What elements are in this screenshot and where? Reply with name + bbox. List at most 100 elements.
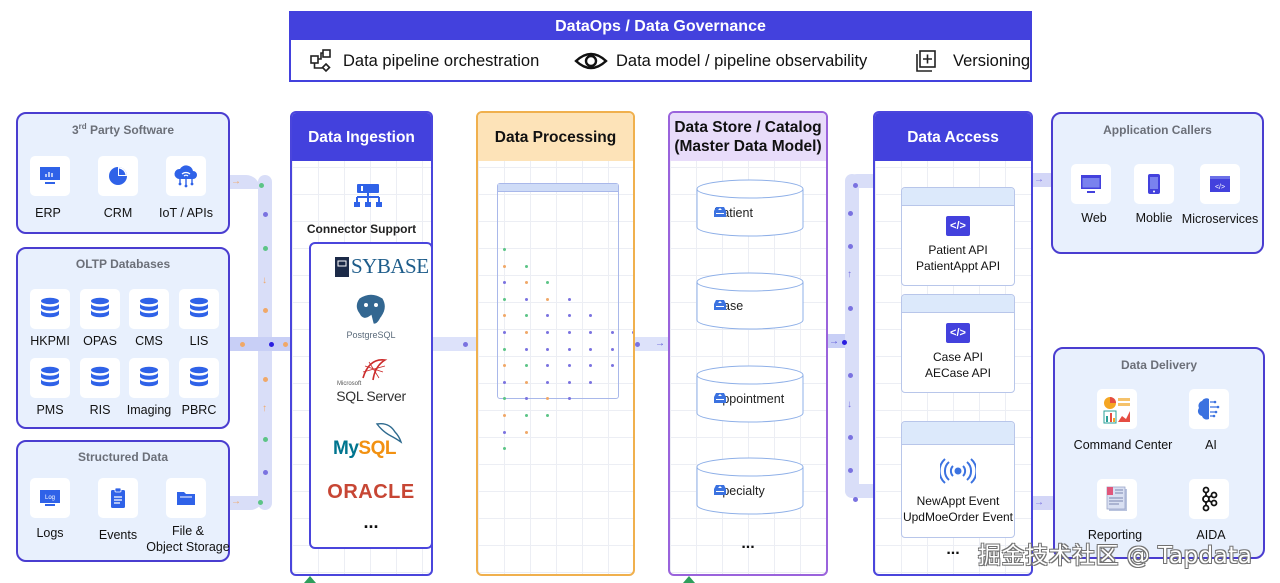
tile-label: File &: [172, 524, 204, 538]
processing-dot: [524, 314, 528, 318]
database-tile[interactable]: [30, 289, 70, 329]
mysql-logo[interactable]: MySQL: [333, 438, 396, 459]
processing-dot: [524, 380, 528, 384]
database-tile[interactable]: [80, 289, 120, 329]
processing-dot: [589, 331, 592, 334]
api-card-case[interactable]: </> Case API AECase API: [901, 294, 1015, 393]
database-tile[interactable]: [80, 358, 120, 398]
aida-tile[interactable]: [1189, 479, 1229, 519]
events-tile[interactable]: [98, 478, 138, 518]
web-tile[interactable]: [1071, 164, 1111, 204]
web-monitor-icon: [1081, 175, 1101, 193]
eye-icon: [574, 50, 608, 72]
code-icon: </>: [946, 323, 970, 343]
data-delivery-panel: Data Delivery Command Center AI Reportin…: [1053, 347, 1265, 559]
postgresql-logo[interactable]: [351, 292, 391, 335]
database-tile[interactable]: [179, 289, 219, 329]
more-entities: ...: [741, 535, 755, 552]
iot-tile[interactable]: [166, 156, 206, 196]
governance-label: Data pipeline orchestration: [343, 51, 540, 70]
processing-dot: [610, 331, 614, 334]
folder-icon: [177, 492, 195, 505]
ai-tile[interactable]: [1189, 389, 1229, 429]
more-apis: ...: [946, 541, 960, 558]
sqlserver-logo[interactable]: [359, 356, 389, 387]
processing-dot: [503, 347, 506, 351]
database-icon: [91, 297, 109, 318]
svg-text:Log: Log: [45, 495, 55, 501]
connector-list: SYBASE PostgreSQL Microsoft SQL Server M…: [309, 242, 431, 549]
database-tile[interactable]: [30, 358, 70, 398]
processing-dot: [524, 264, 528, 268]
database-tile[interactable]: [129, 289, 169, 329]
processing-dot: [503, 430, 506, 434]
database-tile[interactable]: [129, 358, 169, 398]
erp-tile[interactable]: [30, 156, 70, 196]
database-icon: [140, 366, 158, 387]
pipe-to-callers: [1033, 173, 1053, 187]
command-center-tile[interactable]: [1097, 389, 1137, 429]
processing-table: [497, 183, 633, 451]
reporting-tile[interactable]: [1097, 479, 1137, 519]
pie-chart-icon: [109, 167, 127, 185]
tile-label: Moblie: [1135, 211, 1173, 225]
tile-label: Events: [98, 528, 138, 542]
data-access-column: Data Access </> Patient API PatientAppt …: [873, 111, 1033, 576]
pipe-processing-store: [635, 337, 669, 351]
application-callers-panel: Application Callers Web Moblie </> Micro…: [1051, 112, 1264, 254]
processing-dot: [503, 281, 506, 285]
entity-cylinder[interactable]: Case: [696, 272, 804, 330]
entity-cylinder[interactable]: Patient: [696, 179, 804, 237]
tile-label: Microservices: [1181, 212, 1259, 226]
tile-label: Logs: [36, 526, 64, 540]
processing-dot: [589, 380, 592, 384]
microservices-tile[interactable]: </>: [1200, 164, 1240, 204]
governance-title: DataOps / Data Governance: [291, 13, 1030, 40]
data-store-column: Data Store / Catalog(Master Data Model) …: [668, 111, 828, 576]
processing-dot: [567, 297, 571, 301]
governance-label: Data model / pipeline observability: [616, 51, 868, 70]
logs-tile[interactable]: Log: [30, 478, 70, 518]
panel-title: OLTP Databases: [75, 257, 171, 271]
report-icon: [1106, 486, 1127, 511]
cloud-network-icon: [174, 165, 197, 188]
database-tile[interactable]: [179, 358, 219, 398]
sybase-logo[interactable]: SYBASE: [335, 254, 429, 279]
panel-title: Application Callers: [1103, 123, 1212, 137]
mobile-icon: [1148, 174, 1160, 194]
processing-dot: [524, 364, 528, 368]
pipe-ingestion-processing: [433, 337, 477, 351]
event-card[interactable]: NewAppt Event UpdMoeOrder Event: [901, 421, 1015, 538]
database-icon: [41, 366, 59, 387]
api-card-patient[interactable]: </> Patient API PatientAppt API: [901, 187, 1015, 286]
file-storage-tile[interactable]: [166, 478, 206, 518]
entity-cylinder[interactable]: Appointment: [696, 365, 804, 423]
tile-label: Object Storage: [146, 540, 230, 554]
column-title: Data Store / Catalog(Master Data Model): [670, 113, 826, 161]
tile-label: PMS: [36, 403, 64, 417]
broadcast-icon: [938, 457, 978, 485]
processing-dot: [589, 314, 592, 318]
watermark: 掘金技术社区 @ Tapdata: [978, 543, 1253, 569]
processing-dot: [524, 281, 528, 285]
pipeline-orchestration-icon: [309, 48, 335, 74]
ai-brain-icon: [1197, 398, 1220, 420]
governance-item-versioning: Versioning: [913, 40, 1030, 82]
mobile-tile[interactable]: [1134, 164, 1174, 204]
panel-title: 3rd Party Software: [71, 122, 175, 137]
governance-item-orchestration: Data pipeline orchestration: [309, 40, 539, 82]
processing-dot: [546, 380, 549, 384]
drive-icon: [714, 393, 726, 403]
tile-label: Reporting: [1087, 528, 1143, 542]
tile-label: PBRC: [181, 403, 217, 417]
tile-label: RIS: [89, 403, 111, 417]
sqlserver-vendor: Microsoft: [337, 381, 362, 387]
processing-dot: [546, 281, 549, 285]
crm-tile[interactable]: [98, 156, 138, 196]
processing-dot: [503, 380, 506, 384]
processing-dot: [567, 380, 571, 384]
drive-icon: [714, 300, 726, 310]
entity-cylinder[interactable]: Specialty: [696, 457, 804, 515]
oracle-logo[interactable]: ORACLE: [327, 481, 415, 503]
processing-dot: [610, 347, 614, 351]
